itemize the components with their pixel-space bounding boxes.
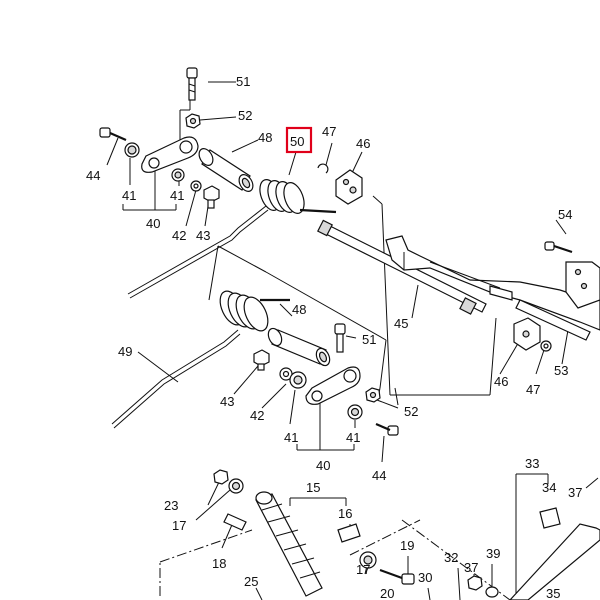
clip-47-top: [317, 163, 329, 174]
label-41-top-left: 41: [122, 188, 136, 203]
nut-52-lower: [365, 387, 381, 403]
label-20: 20: [380, 586, 394, 600]
label-32: 32: [444, 550, 458, 565]
sleeve-34: [539, 507, 561, 529]
label-52-top: 52: [238, 108, 252, 123]
arm-40-lower: [305, 366, 361, 405]
label-41-top-right: 41: [170, 188, 184, 203]
label-43-top: 43: [196, 228, 210, 243]
cap-16: [337, 523, 361, 543]
bolt-54: [544, 241, 573, 254]
label-45: 45: [394, 316, 408, 331]
washer-42-lower: [279, 367, 293, 381]
nut-23: [213, 469, 229, 485]
label-44-top: 44: [86, 168, 100, 183]
label-44-lower: 44: [372, 468, 386, 483]
bushing-41-top-right: [171, 168, 185, 182]
bolt-43-top: [203, 185, 220, 209]
washer-42-top: [190, 180, 202, 192]
label-19: 19: [400, 538, 414, 553]
strut-35: [509, 523, 600, 600]
label-15: 15: [306, 480, 320, 495]
shock-absorber: [255, 491, 323, 597]
label-49: 49: [118, 344, 132, 359]
bolt-51-top: [186, 67, 198, 101]
spring-50-top: [259, 179, 337, 214]
label-39: 39: [486, 546, 500, 561]
bracket-46-top: [335, 169, 363, 205]
collar-17-lower: [359, 551, 377, 569]
label-54: 54: [558, 207, 572, 222]
label-42-top: 42: [172, 228, 186, 243]
highlight-box-50: [285, 126, 313, 154]
collar-17-top: [228, 478, 244, 494]
bushing-41-lower-left: [289, 371, 307, 389]
label-33: 33: [525, 456, 539, 471]
label-48-top: 48: [258, 130, 272, 145]
bracket-46-lower: [513, 317, 541, 351]
tube-48-lower: [267, 327, 331, 367]
bushing-41-top-left: [124, 142, 140, 158]
spring-lower: [219, 290, 290, 332]
label-47-lower: 47: [526, 382, 540, 397]
swingarm-frame: [385, 235, 600, 341]
bracket-right: [565, 261, 600, 309]
label-17-top: 17: [172, 518, 186, 533]
label-52-lower: 52: [404, 404, 418, 419]
label-25: 25: [244, 574, 258, 589]
label-17-lower: 17: [356, 562, 370, 577]
bolt-44-top: [99, 127, 127, 142]
label-16: 16: [338, 506, 352, 521]
label-50: 50: [290, 134, 304, 149]
nut-52-top: [185, 113, 201, 129]
label-46-top: 46: [356, 136, 370, 151]
label-51-lower: 51: [362, 332, 376, 347]
labels: 51 52 48 50 47 46 44 41 41 40 42 43 54 4…: [86, 74, 582, 600]
label-37-lower: 37: [464, 560, 478, 575]
bolt-51-lower: [334, 323, 346, 353]
nut-37-lower: [467, 575, 483, 591]
label-48-lower: 48: [292, 302, 306, 317]
label-40-top: 40: [146, 216, 160, 231]
arm-40-top: [141, 136, 199, 173]
label-41-lower-left: 41: [284, 430, 298, 445]
label-40-lower: 40: [316, 458, 330, 473]
label-42-lower: 42: [250, 408, 264, 423]
label-47-top: 47: [322, 124, 336, 139]
washer-39: [485, 586, 499, 598]
clip-47-lower: [540, 340, 552, 352]
label-35: 35: [546, 586, 560, 600]
bolt-44-lower: [375, 422, 399, 436]
bushing-41-lower-right: [347, 404, 363, 420]
rod-49: [111, 205, 269, 429]
label-46-lower: 46: [494, 374, 508, 389]
label-51-top: 51: [236, 74, 250, 89]
bolt-43-lower: [253, 349, 270, 371]
label-30: 30: [418, 570, 432, 585]
label-43-lower: 43: [220, 394, 234, 409]
sleeve-18: [223, 513, 247, 531]
label-37-right: 37: [568, 485, 582, 500]
label-53: 53: [554, 363, 568, 378]
label-41-lower-right: 41: [346, 430, 360, 445]
label-23: 23: [164, 498, 178, 513]
label-18: 18: [212, 556, 226, 571]
bolt-19: [379, 568, 415, 585]
label-34: 34: [542, 480, 556, 495]
tube-48-top: [198, 148, 254, 192]
